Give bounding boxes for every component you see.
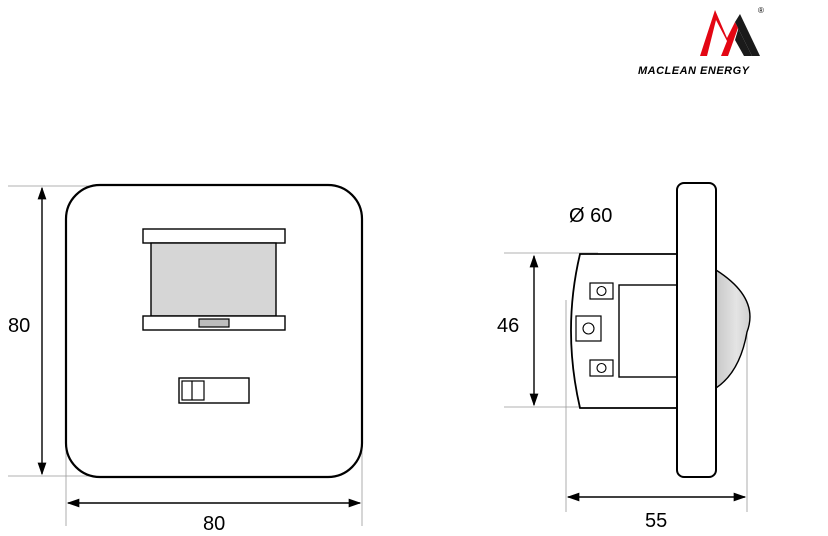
indicator-led [198,318,230,328]
front-plate-profile [676,182,717,478]
front-width-label: 80 [203,513,225,535]
side-view: Ø 60 46 55 [497,182,751,532]
inner-module [618,284,679,378]
terminal-block [575,282,679,378]
brand-logo: ® MACLEAN ENERGY [638,6,764,77]
registered-mark: ® [758,6,764,15]
brand-name: MACLEAN ENERGY [638,65,751,77]
front-view: 80 80 [8,183,364,535]
cover-plate [64,183,364,479]
logo-mark-icon [700,10,760,56]
sensor-window [142,228,286,331]
side-height-label: 46 [497,315,519,337]
front-height-label: 80 [8,315,30,337]
switch-knob [181,380,205,401]
sensor-lens [150,242,277,317]
slide-switch [178,377,250,404]
side-diameter-label: Ø 60 [569,205,612,227]
dome-lens [715,268,751,390]
side-depth-label: 55 [645,510,667,532]
